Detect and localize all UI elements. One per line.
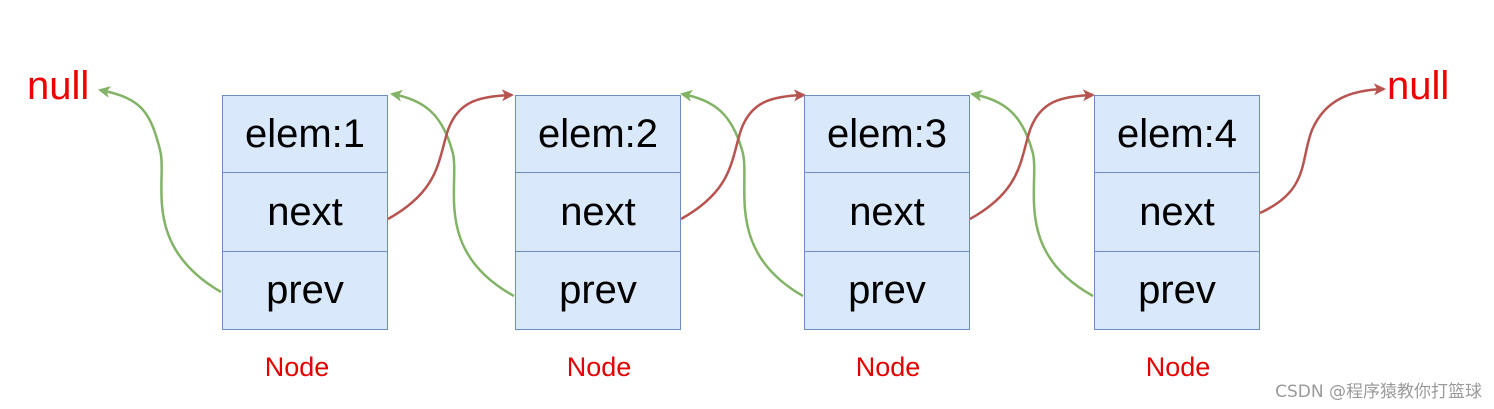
node-label: Node [264, 352, 330, 382]
node-elem-cell: elem:2 [515, 95, 681, 174]
node-elem-cell: elem:3 [804, 95, 970, 174]
prev-arrow-3 [680, 89, 804, 298]
next-arrow-2 [680, 89, 806, 221]
node-prev-cell: prev [804, 251, 970, 330]
node-next-cell: next [804, 173, 970, 252]
next-arrow-3 [969, 89, 1095, 221]
node-next-cell: next [222, 173, 388, 252]
next-arrow-1 [387, 89, 514, 221]
node-prev-cell: prev [222, 251, 388, 330]
node-label: Node [566, 352, 632, 382]
next-arrow-4 [1259, 83, 1386, 215]
node-elem-cell: elem:1 [222, 95, 388, 174]
node-4: elem:4 next prev [1094, 95, 1260, 330]
node-next-cell: next [1094, 173, 1260, 252]
prev-arrow-2 [390, 89, 515, 298]
null-right-label: null [1387, 64, 1450, 108]
prev-arrow-4 [970, 89, 1094, 298]
node-2: elem:2 next prev [515, 95, 681, 330]
node-elem-cell: elem:4 [1094, 95, 1260, 174]
watermark: CSDN @程序猿教你打篮球 [1275, 382, 1482, 402]
node-prev-cell: prev [1094, 251, 1260, 330]
node-prev-cell: prev [515, 251, 681, 330]
node-label: Node [855, 352, 921, 382]
node-3: elem:3 next prev [804, 95, 970, 330]
null-left-label: null [27, 64, 90, 108]
prev-arrow-1 [98, 86, 222, 294]
node-label: Node [1145, 352, 1211, 382]
node-next-cell: next [515, 173, 681, 252]
node-1: elem:1 next prev [222, 95, 388, 330]
